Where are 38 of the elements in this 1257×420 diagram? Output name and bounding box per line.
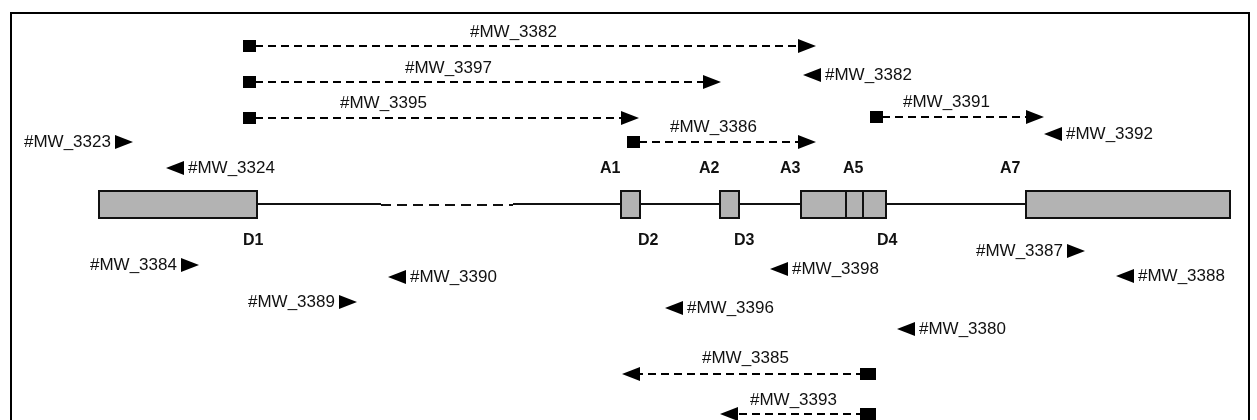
primer-label: #MW_3396 — [687, 298, 774, 318]
primer-label: #MW_3324 — [188, 158, 275, 178]
exon-box — [1025, 190, 1231, 219]
exon-label: D1 — [243, 230, 264, 250]
primer-label: #MW_3398 — [792, 259, 879, 279]
primer-label: #MW_3382 — [470, 22, 557, 42]
intron-line — [257, 203, 621, 205]
primer-label: #MW_3397 — [405, 58, 492, 78]
exon-box — [620, 190, 641, 219]
exon-box — [98, 190, 258, 219]
primer-label: #MW_3380 — [919, 319, 1006, 339]
primer-label: #MW_3390 — [410, 267, 497, 287]
exon-label: A3 — [780, 158, 801, 178]
exon-label: A2 — [699, 158, 720, 178]
primer-label: #MW_3389 — [248, 292, 335, 312]
primer-label: #MW_3385 — [702, 348, 789, 368]
exon-label: A5 — [843, 158, 864, 178]
exon-label: D2 — [638, 230, 659, 250]
exon-label: A7 — [1000, 158, 1021, 178]
primer-label: #MW_3386 — [670, 117, 757, 137]
exon-label: D3 — [734, 230, 755, 250]
primer-label: #MW_3392 — [1066, 124, 1153, 144]
exon-box — [862, 190, 887, 219]
exon-label: D4 — [877, 230, 898, 250]
primer-label: #MW_3382 — [825, 65, 912, 85]
exon-label: A1 — [600, 158, 621, 178]
primer-label: #MW_3384 — [90, 255, 177, 275]
intron-line — [886, 203, 1026, 205]
primer-label: #MW_3395 — [340, 93, 427, 113]
primer-label: #MW_3393 — [750, 390, 837, 410]
intron-line — [739, 203, 801, 205]
primer-label: #MW_3391 — [903, 92, 990, 112]
exon-box — [719, 190, 740, 219]
primer-label: #MW_3387 — [976, 241, 1063, 261]
primer-label: #MW_3388 — [1138, 266, 1225, 286]
exon-box — [800, 190, 847, 219]
intron-line — [640, 203, 720, 205]
primer-label: #MW_3323 — [24, 132, 111, 152]
